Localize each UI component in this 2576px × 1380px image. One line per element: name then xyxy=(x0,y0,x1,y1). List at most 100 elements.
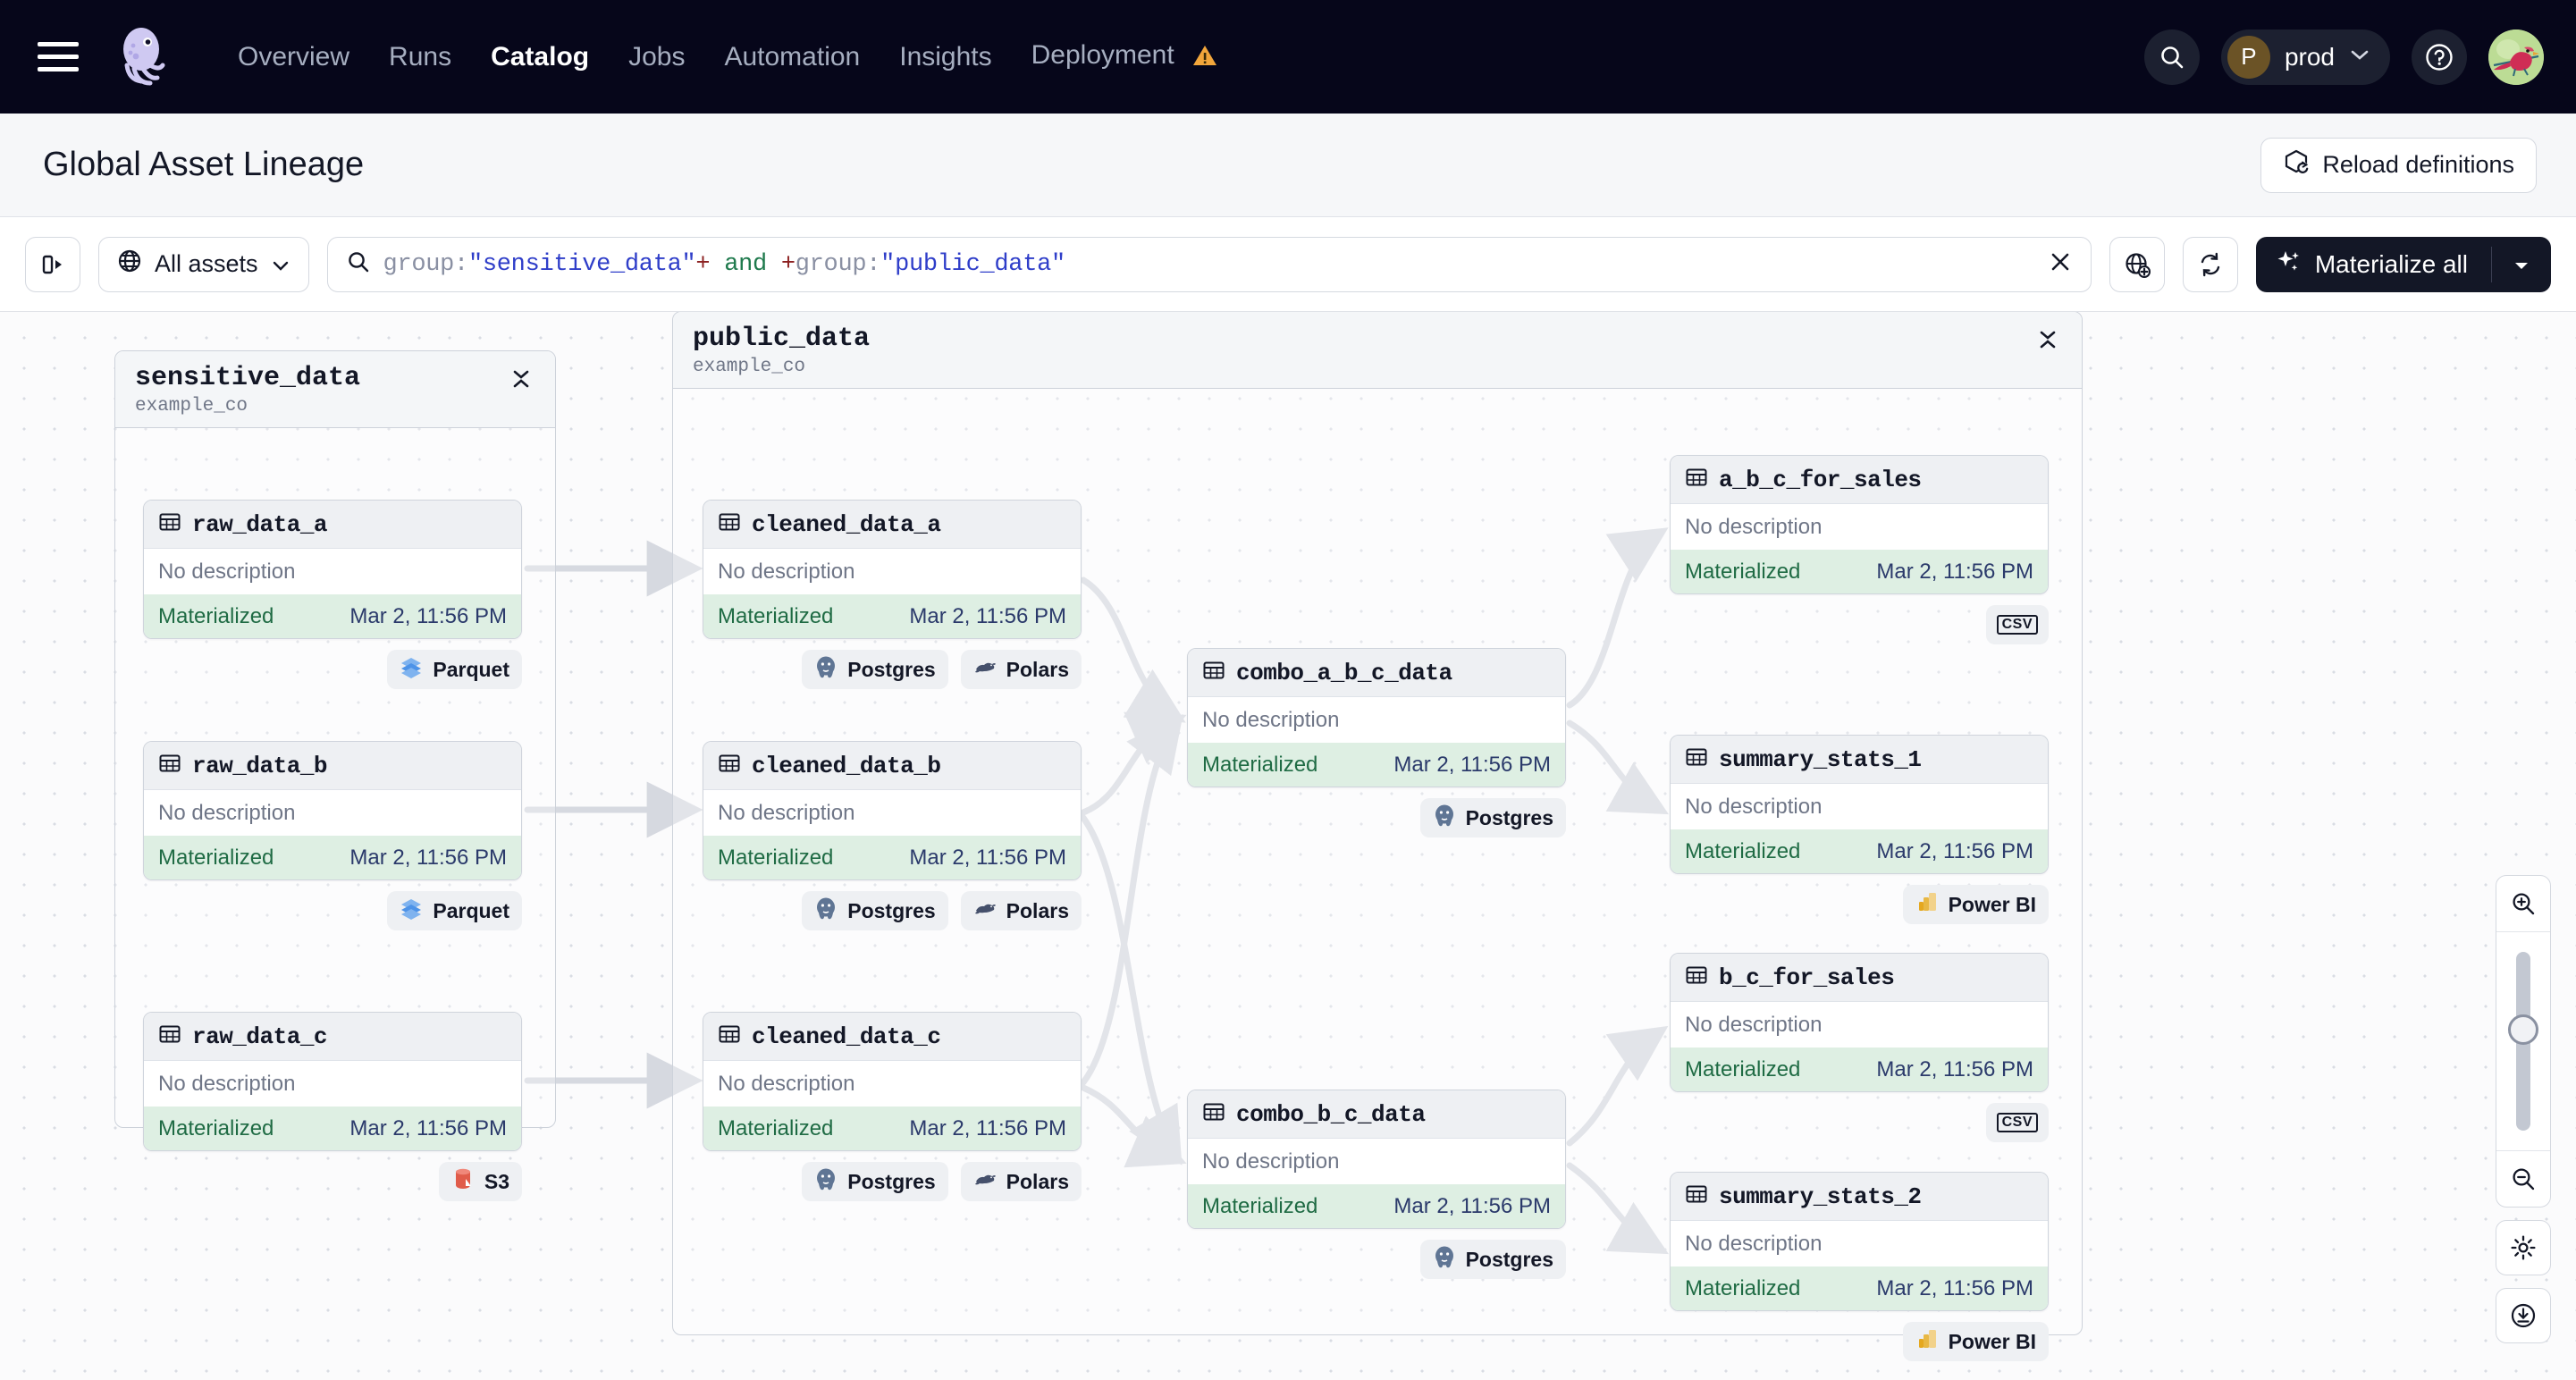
gear-icon[interactable] xyxy=(2496,1220,2551,1275)
zoom-out-icon[interactable] xyxy=(2496,1151,2550,1207)
asset-lineage-canvas[interactable]: sensitive_data example_co public_data ex… xyxy=(0,312,2576,1380)
status-timestamp: Mar 2, 11:56 PM xyxy=(349,603,507,628)
asset-tag-polars[interactable]: Polars xyxy=(960,891,1082,930)
asset-node-description: No description xyxy=(1671,504,2048,550)
asset-node-header: cleaned_data_a xyxy=(703,501,1081,549)
asset-tag-label: Postgres xyxy=(1465,805,1553,829)
dagster-logo-icon[interactable] xyxy=(109,24,175,90)
asset-tag-csv[interactable]: CSV xyxy=(1985,1103,2049,1142)
asset-tag-s3[interactable]: S3 xyxy=(438,1162,522,1201)
asset-node-title: combo_a_b_c_data xyxy=(1236,659,1452,686)
asset-tag-parquet[interactable]: Parquet xyxy=(387,650,522,689)
collapse-icon[interactable] xyxy=(505,364,537,394)
asset-tag-power-bi[interactable]: Power BI xyxy=(1902,885,2049,924)
asset-tag-label: Postgres xyxy=(847,657,936,681)
zoom-in-icon[interactable] xyxy=(2496,876,2550,931)
asset-tag-postgres[interactable]: Postgres xyxy=(802,891,948,930)
nav-link-overview[interactable]: Overview xyxy=(238,41,350,72)
powerbi-icon xyxy=(1915,1327,1939,1356)
asset-tag-csv[interactable]: CSV xyxy=(1985,605,2049,644)
globe-icon xyxy=(117,248,142,280)
edge-cleaned-a-to-combo-abc xyxy=(1080,576,1186,723)
panel-expand-icon[interactable] xyxy=(25,236,80,292)
nav-link-jobs[interactable]: Jobs xyxy=(628,41,686,72)
query-token-and: and xyxy=(710,250,781,278)
asset-node-title: summary_stats_2 xyxy=(1719,1182,1922,1210)
nav-right-controls: P prod xyxy=(2143,0,2544,114)
zoom-slider[interactable] xyxy=(2496,931,2550,1151)
zoom-slider-stack xyxy=(2496,875,2551,1208)
nav-link-catalog[interactable]: Catalog xyxy=(491,41,590,72)
asset-node-description: No description xyxy=(144,790,521,836)
asset-tag-postgres[interactable]: Postgres xyxy=(802,1162,948,1201)
csv-icon: CSV xyxy=(1996,615,2038,635)
asset-tag-postgres[interactable]: Postgres xyxy=(802,650,948,689)
globe-add-icon[interactable] xyxy=(2109,236,2165,292)
asset-node-description: No description xyxy=(703,790,1081,836)
all-assets-filter-button[interactable]: All assets xyxy=(98,236,309,292)
materialize-all-caret[interactable] xyxy=(2491,246,2551,282)
status-timestamp: Mar 2, 11:56 PM xyxy=(1876,838,2033,863)
asset-tag-label: Postgres xyxy=(1465,1247,1553,1271)
status-badge: Materialized xyxy=(1685,1275,1801,1300)
asset-tag-label: Parquet xyxy=(433,657,509,681)
status-badge: Materialized xyxy=(158,1115,274,1140)
asset-node-title: raw_data_a xyxy=(192,510,328,538)
asset-tag-label: Polars xyxy=(1006,898,1069,922)
status-timestamp: Mar 2, 11:56 PM xyxy=(909,603,1066,628)
nav-link-runs[interactable]: Runs xyxy=(389,41,452,72)
materialize-all-button[interactable]: Materialize all xyxy=(2255,236,2551,292)
table-icon xyxy=(718,510,741,538)
asset-group-sensitive-data[interactable]: sensitive_data example_co xyxy=(114,350,556,1128)
nav-links: Overview Runs Catalog Jobs Automation In… xyxy=(218,31,1237,83)
search-query-value[interactable]: group:"sensitive_data"+ and +group:"publ… xyxy=(383,250,1066,278)
hamburger-icon[interactable] xyxy=(38,39,79,75)
zoom-slider-handle[interactable] xyxy=(2508,1014,2538,1045)
asset-tag-label: Postgres xyxy=(847,898,936,922)
status-timestamp: Mar 2, 11:56 PM xyxy=(1876,1056,2033,1081)
asset-group-header: public_data example_co xyxy=(673,312,2082,389)
deployment-selector[interactable]: P prod xyxy=(2220,29,2390,85)
asset-tag-polars[interactable]: Polars xyxy=(960,650,1082,689)
asset-tag-parquet[interactable]: Parquet xyxy=(387,891,522,930)
nav-link-insights[interactable]: Insights xyxy=(899,41,992,72)
postgres-icon xyxy=(1433,804,1456,832)
asset-node-header: raw_data_a xyxy=(144,501,521,549)
asset-search-box[interactable]: group:"sensitive_data"+ and +group:"publ… xyxy=(326,236,2092,292)
status-timestamp: Mar 2, 11:56 PM xyxy=(349,1115,507,1140)
nav-link-automation[interactable]: Automation xyxy=(724,41,861,72)
close-icon[interactable] xyxy=(2048,249,2073,279)
chevron-down-icon xyxy=(2349,47,2370,66)
collapse-icon[interactable] xyxy=(2032,324,2064,355)
search-icon[interactable] xyxy=(2143,29,2200,85)
asset-tag-power-bi[interactable]: Power BI xyxy=(1902,1322,2049,1361)
query-token-public: "public_data" xyxy=(880,250,1065,278)
reload-definitions-button[interactable]: Reload definitions xyxy=(2260,137,2537,193)
status-timestamp: Mar 2, 11:56 PM xyxy=(1876,559,2033,584)
user-avatar[interactable] xyxy=(2488,29,2544,85)
asset-node-title: b_c_for_sales xyxy=(1719,963,1895,991)
asset-tag-postgres[interactable]: Postgres xyxy=(1419,1240,1566,1279)
download-circle-icon[interactable] xyxy=(2496,1288,2551,1343)
asset-tag-polars[interactable]: Polars xyxy=(960,1162,1082,1201)
materialize-all-main[interactable]: Materialize all xyxy=(2256,248,2491,281)
nav-link-deployment[interactable]: Deployment xyxy=(1012,31,1237,83)
refresh-icon[interactable] xyxy=(2182,236,2238,292)
asset-tag-postgres[interactable]: Postgres xyxy=(1419,798,1566,837)
help-circle-icon[interactable] xyxy=(2412,29,2467,85)
